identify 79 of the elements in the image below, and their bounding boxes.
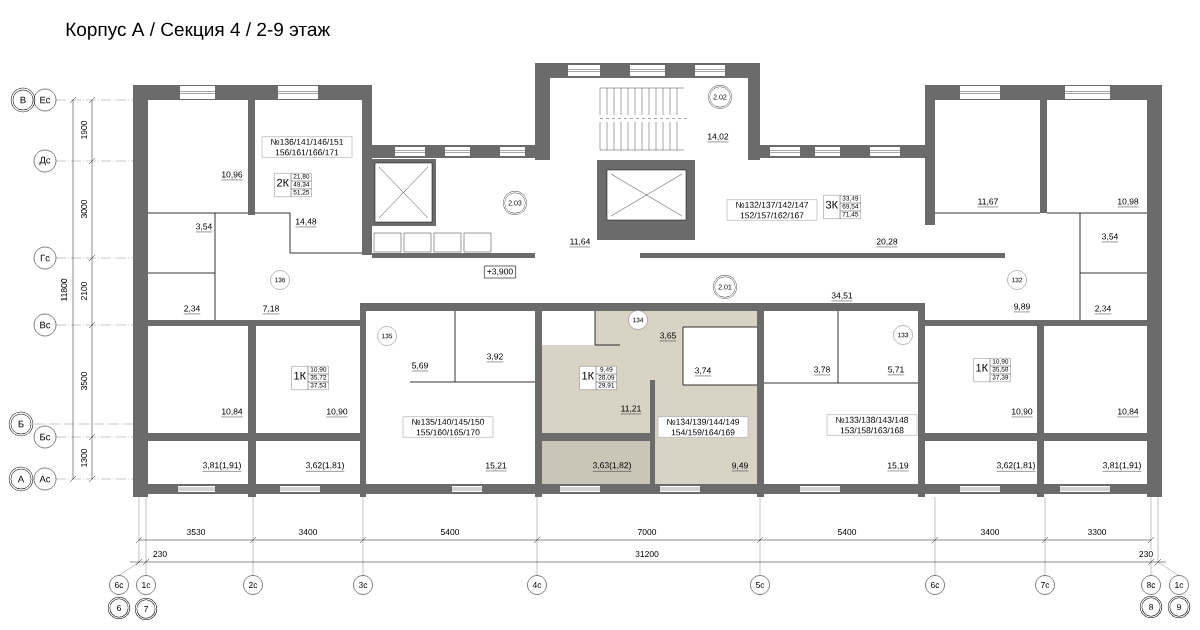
dimension-text: 31200 xyxy=(634,550,660,558)
title: Корпус А / Секция 4 / 2-9 этаж xyxy=(66,22,331,40)
axis-bubble: 6 xyxy=(107,596,131,620)
dimension-text: 3530 xyxy=(185,528,207,536)
room-area: 3,62(1,81) xyxy=(996,462,1036,472)
room-area: 15,19 xyxy=(887,462,909,472)
room-area: 7,18 xyxy=(262,305,280,315)
dimension-text: 1900 xyxy=(81,120,87,139)
room-area: 34,51 xyxy=(831,292,853,302)
room-area: 3,62(1,81) xyxy=(305,462,345,472)
room-area: 3,92 xyxy=(486,353,504,363)
axis-bubble: Б xyxy=(8,411,34,437)
apartment-number-box: №133/138/143/148 153/158/163/168 xyxy=(826,414,918,436)
room-area: 10,96 xyxy=(221,171,243,181)
room-area: 10,90 xyxy=(326,408,348,418)
room-area: 3,65 xyxy=(659,332,677,342)
axis-bubble: 6с xyxy=(925,575,945,595)
dimension-text: 5400 xyxy=(439,528,461,536)
room-area: 10,90 xyxy=(1011,408,1033,418)
dimension-text: 230 xyxy=(151,550,169,558)
axis-bubble: 3с xyxy=(353,575,373,595)
room-area: 3,63(1,82) xyxy=(592,462,632,472)
room-area: 11,21 xyxy=(620,405,642,415)
axis-bubble: 8 xyxy=(1139,595,1163,619)
axis-bubble: 7с xyxy=(1035,575,1055,595)
axis-bubble: Ес xyxy=(33,88,57,112)
dimension-text: 3300 xyxy=(1086,528,1108,536)
dimension-text: 3400 xyxy=(297,528,319,536)
room-area: 3,54 xyxy=(1101,233,1119,243)
room-area: 3,74 xyxy=(694,367,712,377)
axis-bubble: 8с xyxy=(1141,575,1161,595)
dimension-text: 3000 xyxy=(81,199,87,219)
dimension-text: 11800 xyxy=(61,278,67,301)
apartment-number-box: №135/140/145/150 155/160/165/170 xyxy=(402,416,494,438)
room-area: 3,81(1,91) xyxy=(202,462,242,472)
dimension-text: 3400 xyxy=(979,528,1001,536)
room-area: 3,81(1,91) xyxy=(1102,462,1142,472)
room-area: 14,02 xyxy=(707,133,729,143)
level-mark: +3,900 xyxy=(484,265,516,279)
dimension-text: 3500 xyxy=(81,371,87,391)
room-area: 11,67 xyxy=(977,198,999,208)
axis-bubble: 9 xyxy=(1167,595,1191,619)
room-area: 10,84 xyxy=(221,408,243,418)
axis-bubble: Бс xyxy=(33,425,57,449)
axis-bubble: 1с xyxy=(136,575,156,595)
axis-bubble: 4с xyxy=(527,575,547,595)
axis-bubble: Ас xyxy=(33,467,57,491)
room-area: 10,84 xyxy=(1117,408,1139,418)
axis-bubble: 2с xyxy=(243,575,263,595)
room-area: 9,49 xyxy=(731,462,749,472)
axis-bubble: Вс xyxy=(33,313,57,337)
axis-bubble: 5с xyxy=(750,575,770,595)
room-area: 20,28 xyxy=(876,238,898,248)
dimension-text: 230 xyxy=(1137,550,1155,558)
axis-bubble: Гс xyxy=(33,246,57,270)
room-area: 2,34 xyxy=(183,305,201,315)
room-area: 5,69 xyxy=(411,362,429,372)
axis-bubble: 6с xyxy=(109,575,129,595)
axis-bubble: А xyxy=(8,466,34,492)
room-area: 14,48 xyxy=(295,218,317,228)
room-area: 5,71 xyxy=(887,366,905,376)
apartment-number-box: №134/139/144/149 154/159/164/169 xyxy=(657,416,749,438)
dimension-text: 1300 xyxy=(81,448,87,467)
dimension-text: 5400 xyxy=(836,528,858,536)
room-area: 15,21 xyxy=(485,462,507,472)
apartment-number-box: №132/137/142/147 152/157/162/167 xyxy=(726,199,818,221)
room-area: 9,89 xyxy=(1013,303,1031,313)
room-area: 2,34 xyxy=(1094,305,1112,315)
dimension-text: 2100 xyxy=(81,281,87,301)
axis-bubble: 7 xyxy=(134,597,158,621)
axis-bubble: 1с xyxy=(1169,575,1189,595)
axis-bubble: Дс xyxy=(33,149,57,173)
apartment-number-box: №136/141/146/151 156/161/166/171 xyxy=(261,136,353,158)
dimension-text: 7000 xyxy=(636,528,658,536)
room-area: 11,64 xyxy=(569,238,591,248)
room-area: 3,78 xyxy=(813,366,831,376)
axis-bubble: В xyxy=(10,87,36,113)
room-area: 3,54 xyxy=(195,223,213,233)
room-area: 10,98 xyxy=(1117,198,1139,208)
